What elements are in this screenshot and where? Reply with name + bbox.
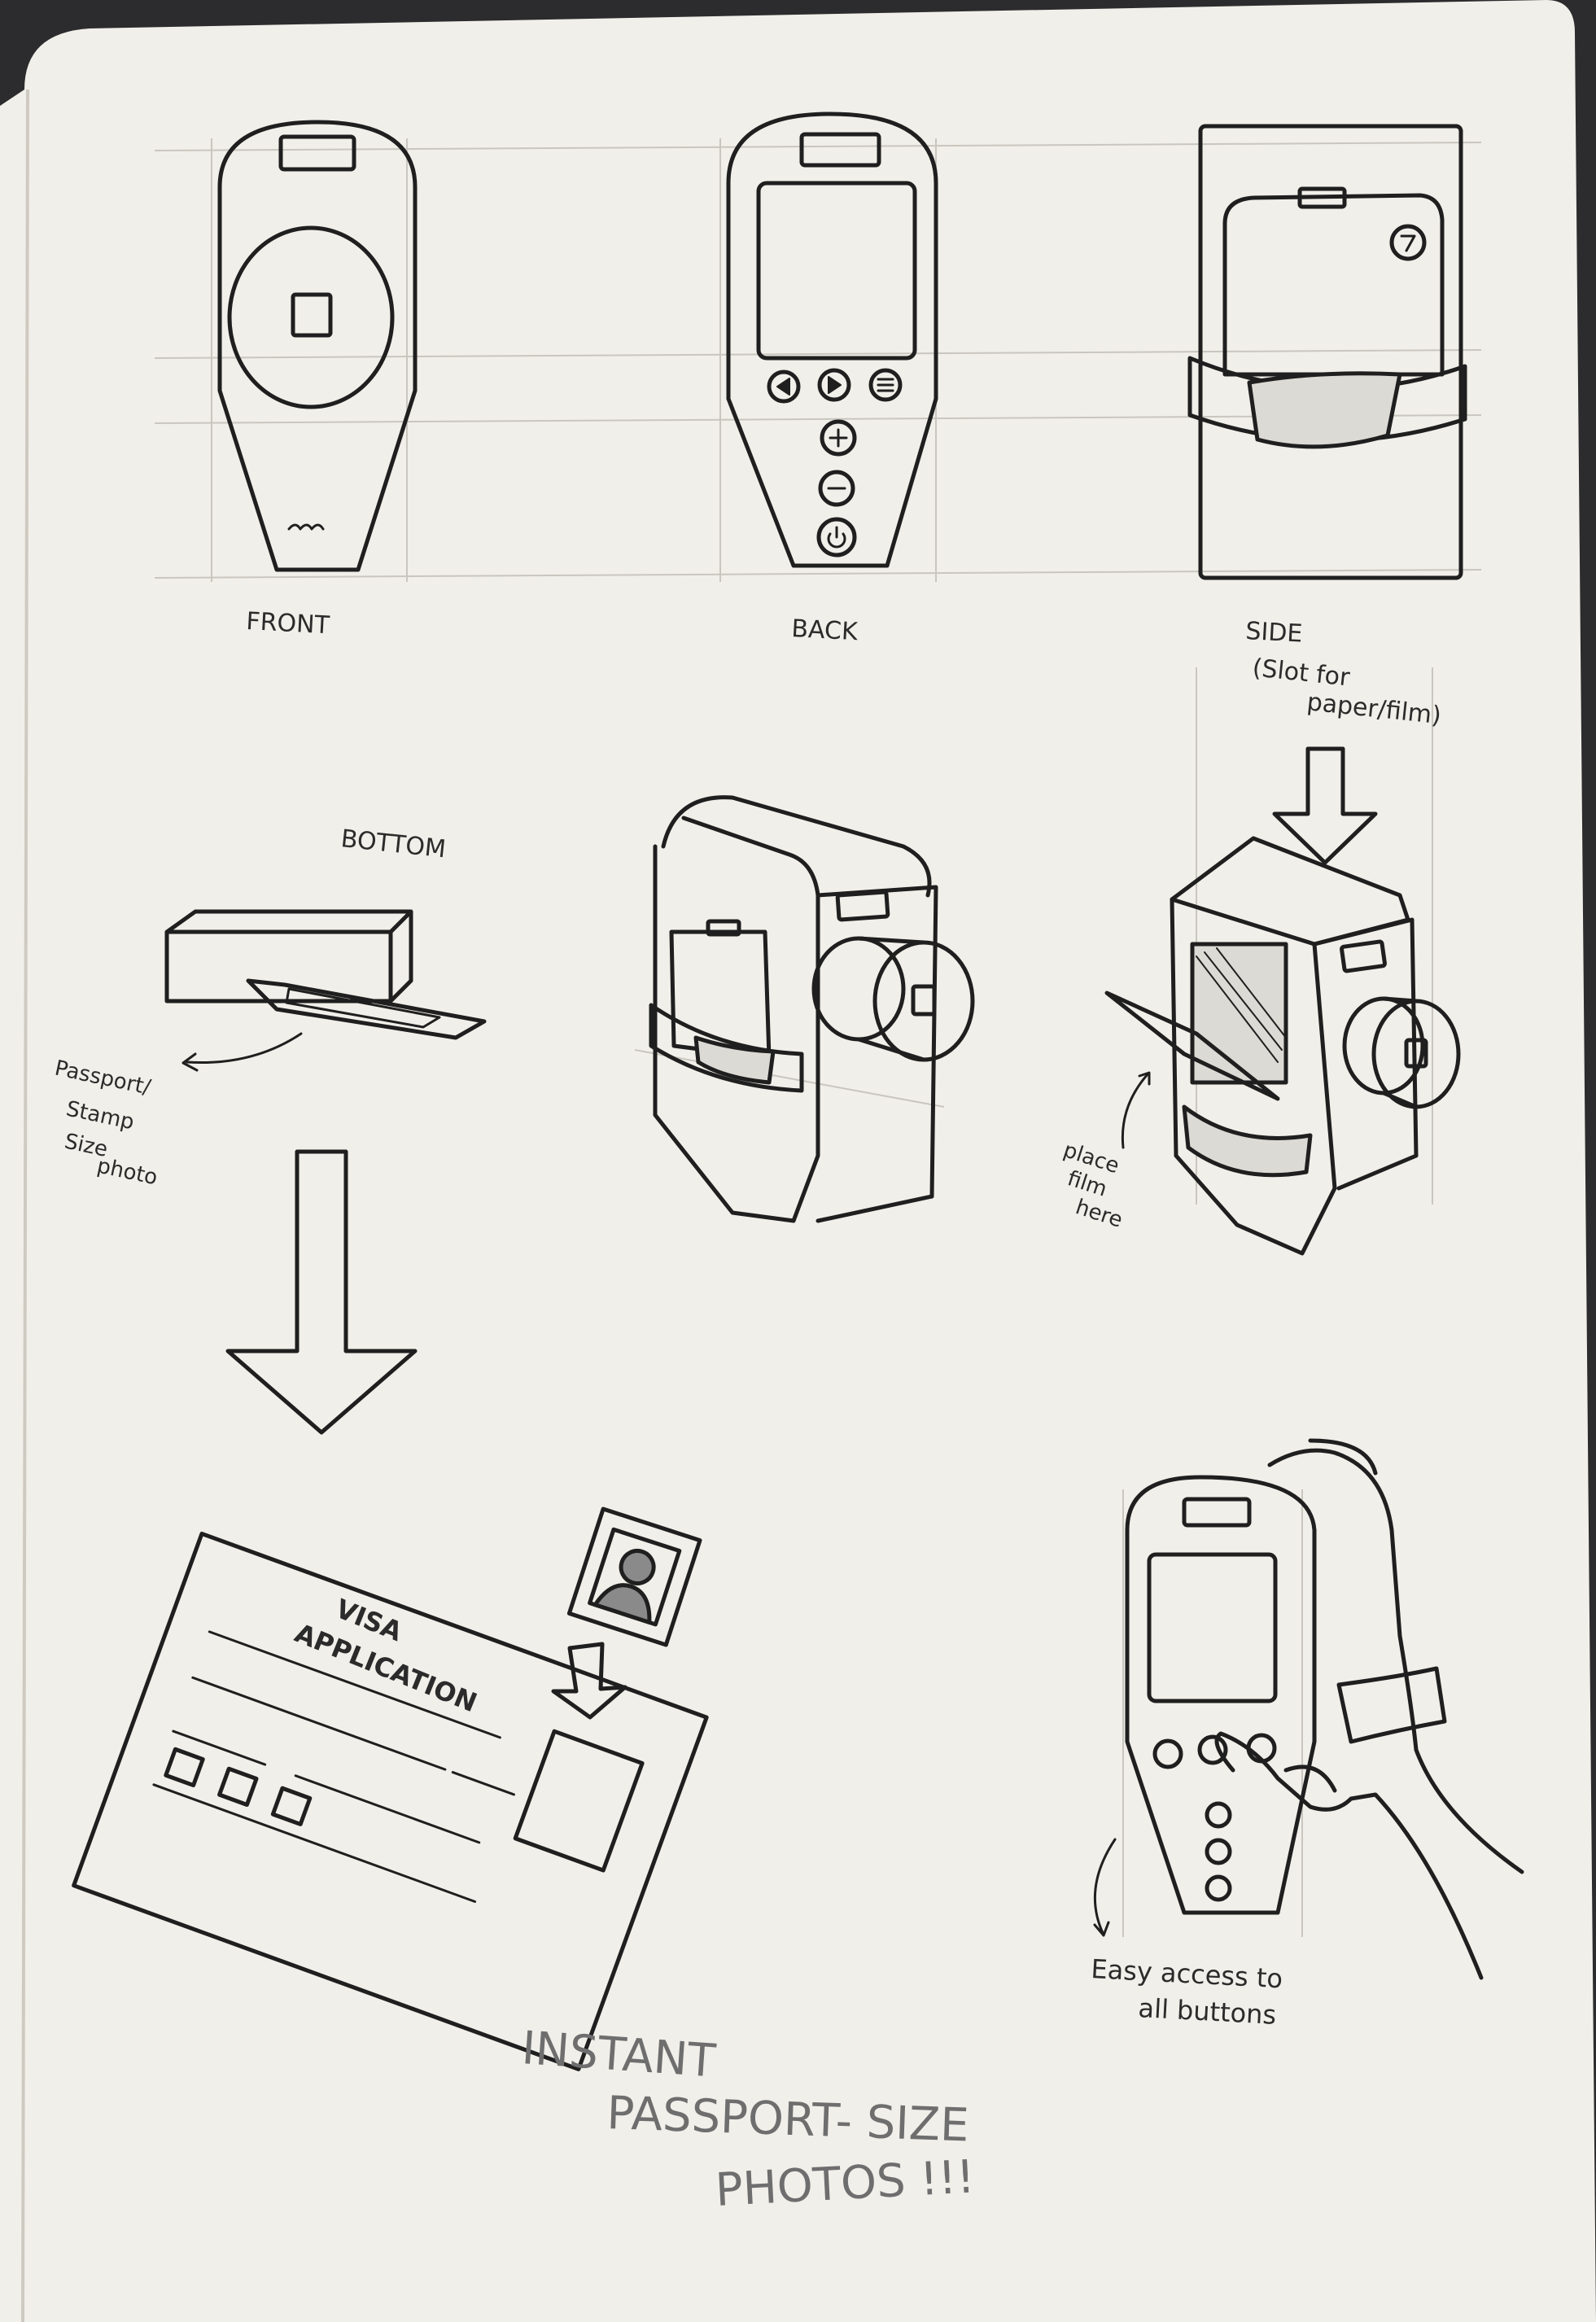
headline-line-2: PASSPORT- SIZE xyxy=(606,2087,970,2152)
plus-icon xyxy=(820,419,857,457)
visa-photo-box xyxy=(513,1729,645,1873)
held-button xyxy=(1205,1874,1232,1902)
visa-checkbox xyxy=(270,1786,313,1826)
held-body-outline xyxy=(1125,1475,1317,1915)
perspective-top-window xyxy=(835,890,890,922)
held-button xyxy=(1152,1738,1183,1769)
side-slot-door xyxy=(1222,193,1445,377)
front-top-window xyxy=(278,134,356,172)
down-arrow-icon xyxy=(551,1642,627,1720)
front-lens xyxy=(291,292,333,338)
bottom-body xyxy=(164,909,413,1004)
visa-checkbox xyxy=(217,1766,259,1807)
power-icon xyxy=(816,517,857,558)
label-front: FRONT xyxy=(246,607,331,640)
open-strap xyxy=(1182,1104,1313,1178)
perspective-lens xyxy=(911,984,937,1017)
label-back: BACK xyxy=(791,614,859,646)
hand-outline xyxy=(1214,1438,1524,1980)
open-lens xyxy=(1404,1038,1428,1069)
open-film-slot xyxy=(1190,942,1288,1085)
held-button xyxy=(1205,1801,1232,1829)
minus-icon xyxy=(818,470,855,507)
play-left-icon xyxy=(767,370,801,404)
side-body-outline xyxy=(1198,124,1463,580)
pointer-to-photo xyxy=(181,1032,303,1072)
open-body-top xyxy=(1170,836,1410,947)
back-body-outline xyxy=(726,112,938,568)
pointer-to-film xyxy=(1121,1071,1151,1149)
front-brand-squiggle xyxy=(287,523,325,531)
open-top-window xyxy=(1340,939,1387,973)
front-lens-ring xyxy=(227,225,395,409)
label-side-title: SIDE xyxy=(1245,617,1304,649)
back-screen xyxy=(756,181,917,361)
open-door-flap xyxy=(1104,990,1280,1101)
bottom-view xyxy=(164,909,487,1040)
perspective-view-open xyxy=(1104,836,1461,1256)
wrist-strap xyxy=(1336,1666,1447,1744)
bottom-photo-ejecting xyxy=(246,978,487,1040)
visa-paper xyxy=(72,1531,709,2071)
perspective-strap xyxy=(649,1003,804,1093)
visa-form-lines xyxy=(152,1630,515,1903)
back-view xyxy=(726,112,938,568)
page-spine-shadow xyxy=(21,89,29,2322)
visa-application-document xyxy=(72,1531,709,2071)
number-7-dial-icon xyxy=(1389,224,1427,261)
held-button xyxy=(1205,1838,1232,1865)
play-right-icon xyxy=(817,368,851,402)
held-button xyxy=(1197,1734,1228,1765)
perspective-body-front xyxy=(653,816,820,1223)
side-door-latch xyxy=(1297,186,1347,209)
front-view xyxy=(217,120,418,572)
back-top-window xyxy=(799,132,881,168)
down-arrow-icon xyxy=(225,1149,418,1435)
down-arrow-icon xyxy=(1272,746,1378,865)
front-body-outline xyxy=(217,120,418,572)
held-screen xyxy=(1147,1552,1278,1703)
pointer-to-buttons xyxy=(1093,1838,1117,1937)
perspective-body-top xyxy=(661,795,932,898)
open-body-front xyxy=(1170,897,1337,1256)
passport-photo xyxy=(566,1506,702,1647)
label-easy-2: all buttons xyxy=(1138,1992,1278,2031)
handheld-camera xyxy=(1125,1438,1524,1980)
menu-icon xyxy=(868,368,903,402)
held-top-window xyxy=(1182,1497,1252,1528)
perspective-view-closed xyxy=(649,795,975,1223)
side-hand-grip xyxy=(1247,371,1402,449)
side-view xyxy=(1187,124,1467,580)
open-body-side xyxy=(1312,917,1419,1191)
visa-checkbox xyxy=(164,1747,205,1788)
pencil-guidelines xyxy=(154,138,1482,1937)
